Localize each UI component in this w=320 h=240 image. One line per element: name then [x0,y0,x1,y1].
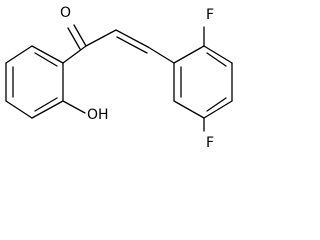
bond-carbonyl-ring [62,45,87,64]
alkene-double-bond [115,29,149,54]
bond-ring-hydroxyl [62,100,86,114]
bond-carbonyl-alkene [85,29,117,47]
molecule-structure: O OH F F [5,5,233,151]
bond-alkene-ring [147,46,175,64]
hydroxyphenyl-ring [5,45,64,119]
carbonyl-oxygen-label: O [60,5,71,21]
fluorine-top-label: F [206,7,214,23]
fluorine-bottom-label: F [206,135,214,151]
carbonyl-double-bond [67,24,87,50]
hydroxyl-label: OH [87,107,109,123]
difluorophenyl-ring [173,45,233,119]
